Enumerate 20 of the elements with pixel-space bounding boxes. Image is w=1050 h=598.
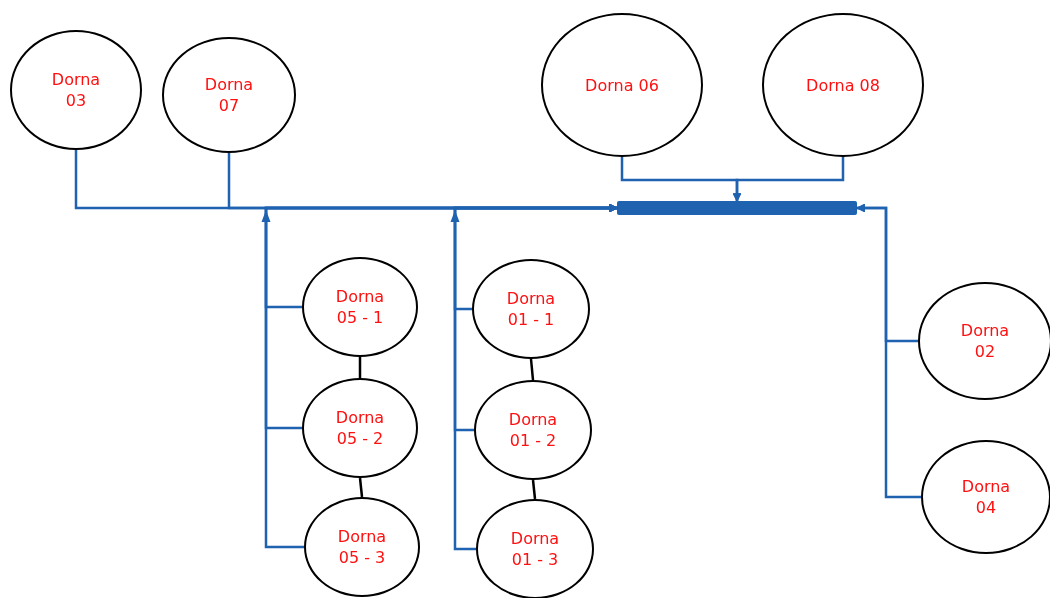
node-label: Dorna 02 — [959, 320, 1011, 362]
node-label: Dorna 05 - 1 — [334, 286, 386, 328]
arrow — [453, 203, 618, 551]
node-label: Dorna 06 — [585, 74, 659, 96]
arrow — [732, 157, 845, 202]
node-label: Dorna 01 - 1 — [505, 288, 557, 330]
connector-line — [529, 358, 535, 381]
node-label: Dorna 05 - 2 — [334, 407, 386, 449]
node-label: Dorna 03 — [50, 69, 102, 111]
node-label: Dorna 05 - 3 — [336, 526, 388, 568]
node-label: Dorna 04 — [960, 476, 1012, 518]
connector-line — [358, 357, 362, 378]
connector-line — [358, 477, 364, 498]
bus-bar — [617, 201, 857, 215]
node-label: Dorna 07 — [203, 74, 255, 116]
connector-line — [531, 479, 537, 500]
node-label: Dorna 08 — [806, 74, 880, 96]
node-label: Dorna 01 - 3 — [509, 528, 561, 570]
arrow — [856, 203, 921, 499]
node-label: Dorna 01 - 2 — [507, 409, 559, 451]
